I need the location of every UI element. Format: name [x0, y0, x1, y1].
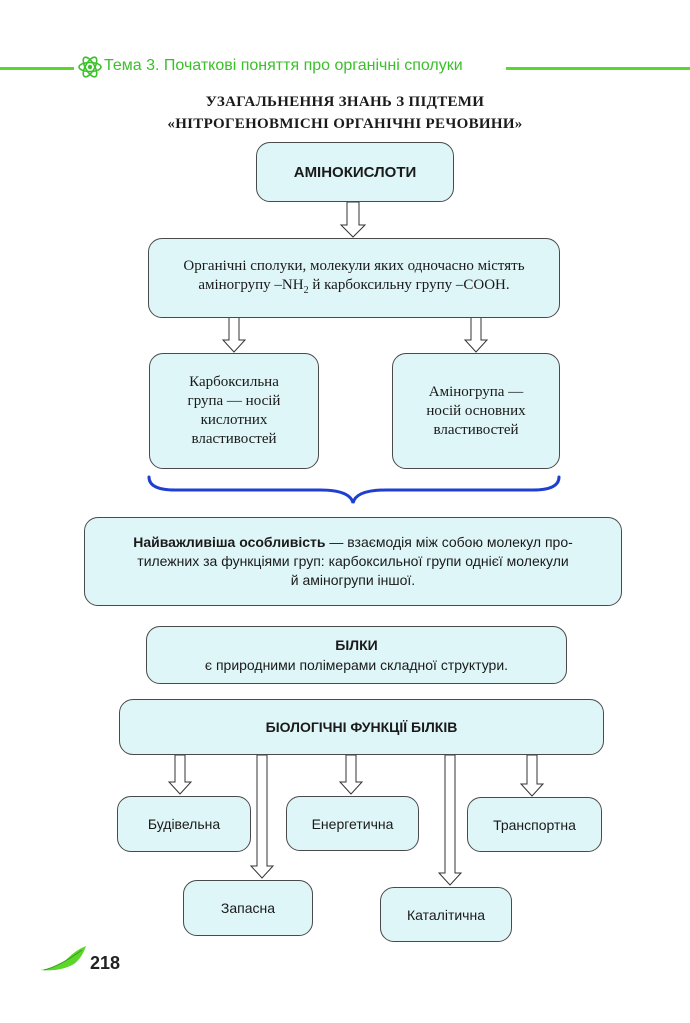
feature-line1: Найважливіша особливість — взаємодія між… [133, 533, 573, 552]
carboxyl-line: кислотних [200, 412, 268, 428]
function-label: Енергетична [311, 815, 394, 832]
arrow-down-catalytic [437, 754, 463, 886]
carboxyl-group-box: Карбоксильна група — носій кислотних вла… [149, 353, 319, 469]
functions-title: БІОЛОГІЧНІ ФУНКЦІЇ БІЛКІВ [265, 719, 458, 735]
arrow-down-building [167, 754, 193, 795]
amine-group-box: Аміногрупа — носій основних властивостей [392, 353, 560, 469]
arrow-down-transport [519, 754, 545, 797]
arrow-down-energy [338, 754, 364, 795]
arrow-down-amino [339, 201, 367, 238]
function-label: Запасна [220, 900, 276, 916]
carboxyl-line: Карбоксильна [189, 374, 279, 390]
header-rule-left [0, 67, 74, 70]
function-label: Будівельна [147, 816, 221, 832]
feature-text: — взаємодія між собою молекул про- [325, 534, 573, 550]
amine-line: Аміногрупа — [428, 383, 524, 400]
definition-line2: аміногрупу –NH2 й карбоксильну групу –СО… [198, 276, 509, 300]
leaf-corner-icon [40, 946, 86, 971]
nh2-subscript: 2 [303, 284, 309, 296]
proteins-box: БІЛКИ є природними полімерами складної с… [146, 626, 567, 684]
page-number: 218 [90, 953, 121, 973]
arrow-down-storage [249, 754, 275, 879]
feature-box: Найважливіша особливість — взаємодія між… [84, 517, 622, 606]
amine-line: носій основних [426, 402, 526, 419]
curly-brace [147, 475, 561, 504]
arrow-down-amine [463, 316, 489, 353]
amino-acids-title: АМІНОКИСЛОТИ [293, 163, 417, 181]
proteins-title: БІЛКИ [335, 637, 378, 653]
amino-acids-box: АМІНОКИСЛОТИ [256, 142, 454, 202]
feature-bold: Найважливіша особливість [133, 534, 326, 550]
carboxyl-line: властивостей [191, 431, 277, 447]
function-building: Будівельна [117, 796, 251, 852]
proteins-text: є природними полімерами складної структу… [204, 657, 509, 673]
atom-flower-icon [78, 56, 102, 78]
definition-line1: Органічні сполуки, молекули яких одночас… [183, 257, 525, 274]
amino-definition-box: Органічні сполуки, молекули яких одночас… [148, 238, 560, 318]
header-rule-right [506, 67, 690, 70]
summary-heading-line2: «НІТРОГЕНОВМІСНІ ОРГАНІЧНІ РЕЧОВИНИ» [167, 116, 523, 132]
header-title: Тема 3. Початкові поняття про органічні … [104, 57, 463, 74]
function-storage: Запасна [183, 880, 313, 936]
function-catalytic: Каталітична [380, 887, 512, 942]
summary-heading-line1: УЗАГАЛЬНЕННЯ ЗНАНЬ З ПІДТЕМИ [205, 94, 485, 110]
arrow-down-carboxyl [221, 316, 247, 353]
amine-line: властивостей [433, 421, 519, 438]
function-transport: Транспортна [467, 797, 602, 852]
feature-line3: й аміногрупи іншої. [290, 572, 416, 588]
definition-line2-end: й карбоксильну групу –СООН. [308, 276, 510, 293]
carboxyl-line: група — носій [187, 393, 281, 409]
definition-line2-start: аміногрупу –NH [198, 276, 304, 293]
function-label: Транспортна [493, 816, 576, 833]
function-label: Каталітична [407, 906, 485, 923]
feature-line2: тилежних за функціями груп: карбоксильно… [137, 553, 569, 569]
function-energy: Енергетична [286, 796, 419, 851]
functions-box: БІОЛОГІЧНІ ФУНКЦІЇ БІЛКІВ [119, 699, 604, 755]
